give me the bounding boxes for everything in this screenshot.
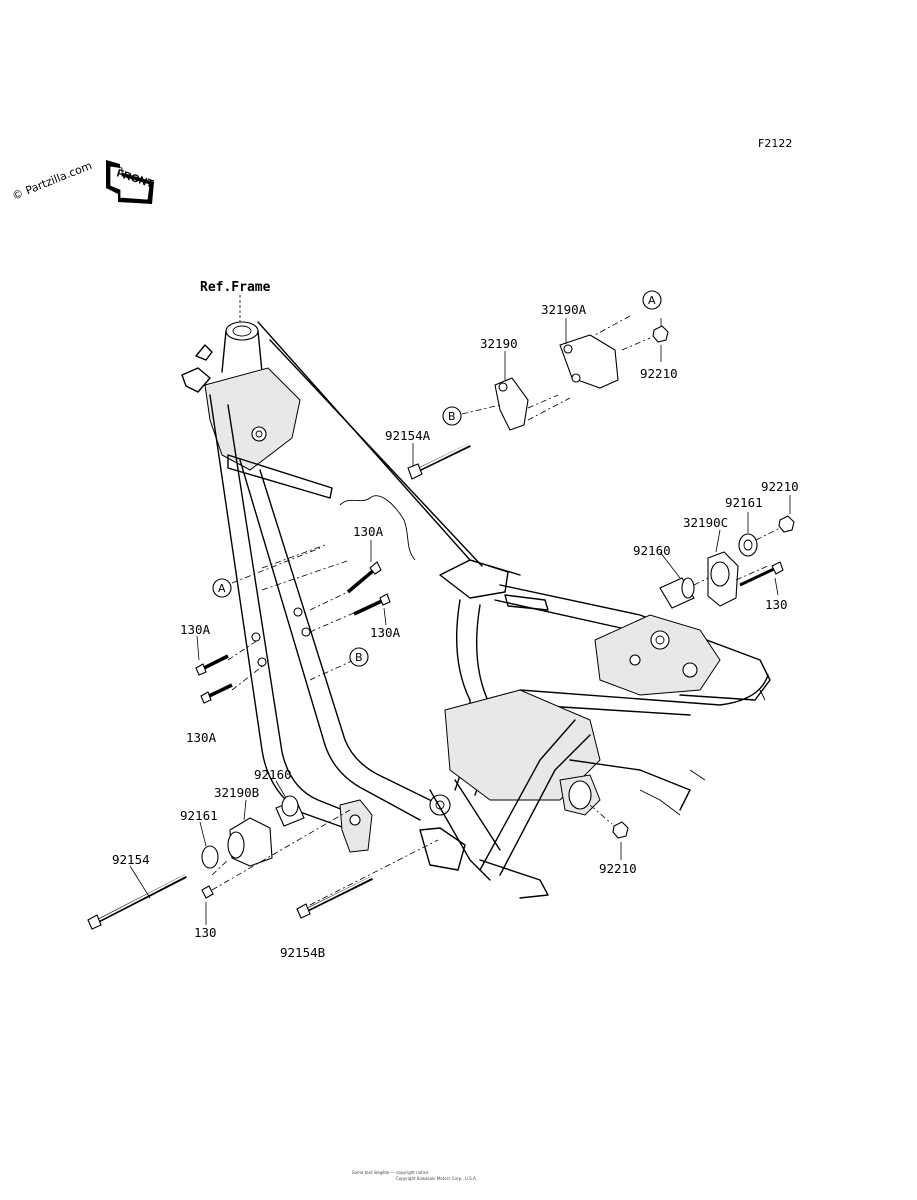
label-32190B: 32190B bbox=[214, 785, 259, 800]
label-92154: 92154 bbox=[112, 852, 150, 867]
front-arrow-icon: FRONT bbox=[106, 160, 155, 204]
washer-92161-left bbox=[201, 845, 219, 869]
label-92160-left: 92160 bbox=[254, 767, 292, 782]
callout-A-left-letter: A bbox=[218, 582, 226, 595]
bolt-92154B bbox=[296, 876, 373, 919]
ref-frame-label: Ref.Frame bbox=[200, 280, 271, 295]
bolt-130-left bbox=[201, 885, 214, 899]
label-92210-right: 92210 bbox=[761, 479, 799, 494]
label-32190C: 32190C bbox=[683, 515, 728, 530]
callout-B-left: B bbox=[349, 647, 369, 667]
bolt-92154A bbox=[407, 443, 471, 480]
label-130A-1: 130A bbox=[353, 524, 384, 539]
label-130A-4: 130A bbox=[186, 730, 217, 745]
leader-lines bbox=[129, 315, 791, 925]
callout-A-left: A bbox=[212, 578, 232, 598]
collar-92160-left bbox=[275, 795, 305, 827]
label-130A-3: 130A bbox=[180, 622, 211, 637]
label-92154B: 92154B bbox=[280, 945, 325, 960]
washer-92161-right bbox=[738, 533, 758, 557]
label-32190: 32190 bbox=[480, 336, 518, 351]
watermark: © Partzilla.com bbox=[10, 159, 94, 203]
figure-code: F2122 bbox=[758, 137, 792, 150]
mount-32190B bbox=[227, 817, 273, 867]
label-130-right: 130 bbox=[765, 597, 788, 612]
footer-line-1: Some text illegible — copyright notice bbox=[352, 1170, 429, 1175]
bolt-130-right bbox=[739, 561, 784, 587]
nut-92210-right bbox=[778, 515, 795, 533]
label-92160-right: 92160 bbox=[633, 543, 671, 558]
bolts-130A bbox=[195, 561, 391, 704]
label-92161-left: 92161 bbox=[180, 808, 218, 823]
label-92210-bottom: 92210 bbox=[599, 861, 637, 876]
nut-92210-bottom bbox=[612, 821, 629, 839]
bracket-32190A bbox=[559, 334, 619, 389]
bracket-32190 bbox=[494, 377, 529, 431]
callout-A-top: A bbox=[642, 290, 662, 310]
watermark-text: © Partzilla.com bbox=[10, 159, 94, 203]
nut-92210-top bbox=[652, 325, 669, 343]
mount-32190C bbox=[707, 551, 739, 607]
label-92161-right: 92161 bbox=[725, 495, 763, 510]
collar-92160-right bbox=[659, 577, 695, 609]
label-130A-2: 130A bbox=[370, 625, 401, 640]
label-92210-top: 92210 bbox=[640, 366, 678, 381]
bolt-92154 bbox=[87, 874, 187, 930]
callout-B-top-letter: B bbox=[448, 410, 456, 423]
label-32190A: 32190A bbox=[541, 302, 587, 317]
callout-A-top-letter: A bbox=[648, 294, 656, 307]
label-130-left: 130 bbox=[194, 925, 217, 940]
label-92154A: 92154A bbox=[385, 428, 431, 443]
callout-B-top: B bbox=[442, 406, 462, 426]
motorcycle-frame bbox=[181, 321, 771, 899]
callout-B-left-letter: B bbox=[355, 651, 363, 664]
footer-line-2: Copyright Kawasaki Motors Corp., U.S.A. bbox=[396, 1176, 477, 1181]
part-labels: 32190A 32190 92210 92154A 92210 92161 32… bbox=[112, 302, 799, 960]
